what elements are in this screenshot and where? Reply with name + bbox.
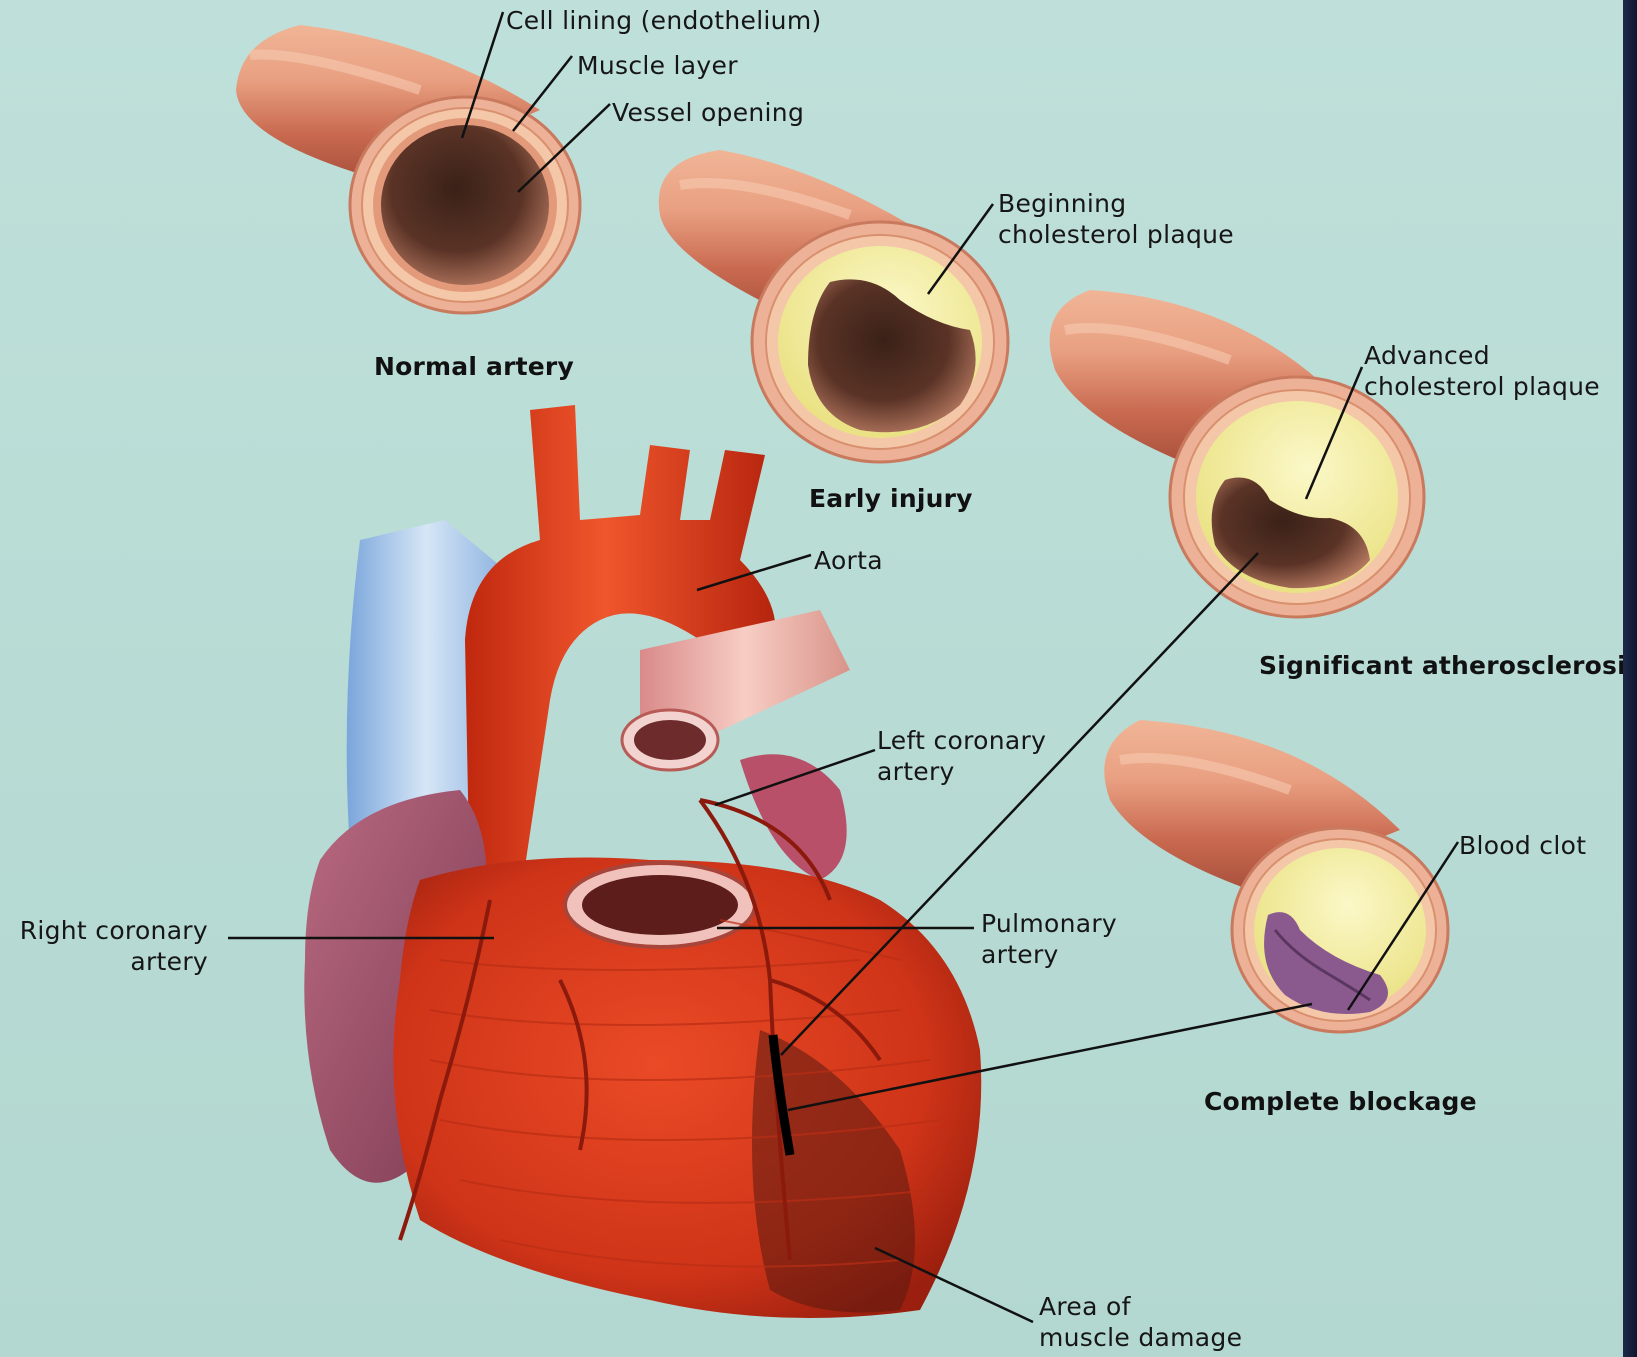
normal-artery-illustration [236, 25, 580, 313]
right-coronary-label: Right coronary artery [8, 915, 208, 977]
left-coronary-line-1: Left coronary [877, 725, 1046, 756]
pulmonary-line-2: artery [981, 939, 1117, 970]
pulmonary-artery-label: Pulmonary artery [981, 908, 1117, 970]
vessel-opening-label: Vessel opening [612, 97, 804, 128]
right-coronary-line-2: artery [8, 946, 208, 977]
heart-illustration [304, 405, 981, 1318]
early-injury-illustration [659, 150, 1008, 462]
cell-lining-label: Cell lining (endothelium) [506, 5, 822, 36]
complete-blockage-caption: Complete blockage [1204, 1087, 1477, 1116]
advanced-plaque-line-2: cholesterol plaque [1364, 371, 1600, 402]
pulmonary-line-1: Pulmonary [981, 908, 1117, 939]
muscle-layer-label: Muscle layer [577, 50, 738, 81]
beginning-plaque-line-2: cholesterol plaque [998, 219, 1234, 250]
normal-artery-caption: Normal artery [374, 352, 574, 381]
advanced-plaque-label: Advanced cholesterol plaque [1364, 340, 1600, 402]
beginning-plaque-line-1: Beginning [998, 188, 1234, 219]
left-coronary-label: Left coronary artery [877, 725, 1046, 787]
significant-atherosclerosis-caption: Significant atherosclerosis [1259, 651, 1637, 680]
blood-clot-label: Blood clot [1459, 830, 1586, 861]
left-coronary-line-2: artery [877, 756, 1046, 787]
aorta-label: Aorta [814, 545, 883, 576]
muscle-damage-label: Area of muscle damage [1039, 1291, 1242, 1353]
muscle-damage-line-1: Area of [1039, 1291, 1242, 1322]
right-edge-border [1623, 0, 1637, 1357]
early-injury-caption: Early injury [809, 484, 973, 513]
right-coronary-line-1: Right coronary [8, 915, 208, 946]
advanced-plaque-line-1: Advanced [1364, 340, 1600, 371]
muscle-damage-line-2: muscle damage [1039, 1322, 1242, 1353]
complete-blockage-illustration [1104, 720, 1448, 1032]
beginning-plaque-label: Beginning cholesterol plaque [998, 188, 1234, 250]
